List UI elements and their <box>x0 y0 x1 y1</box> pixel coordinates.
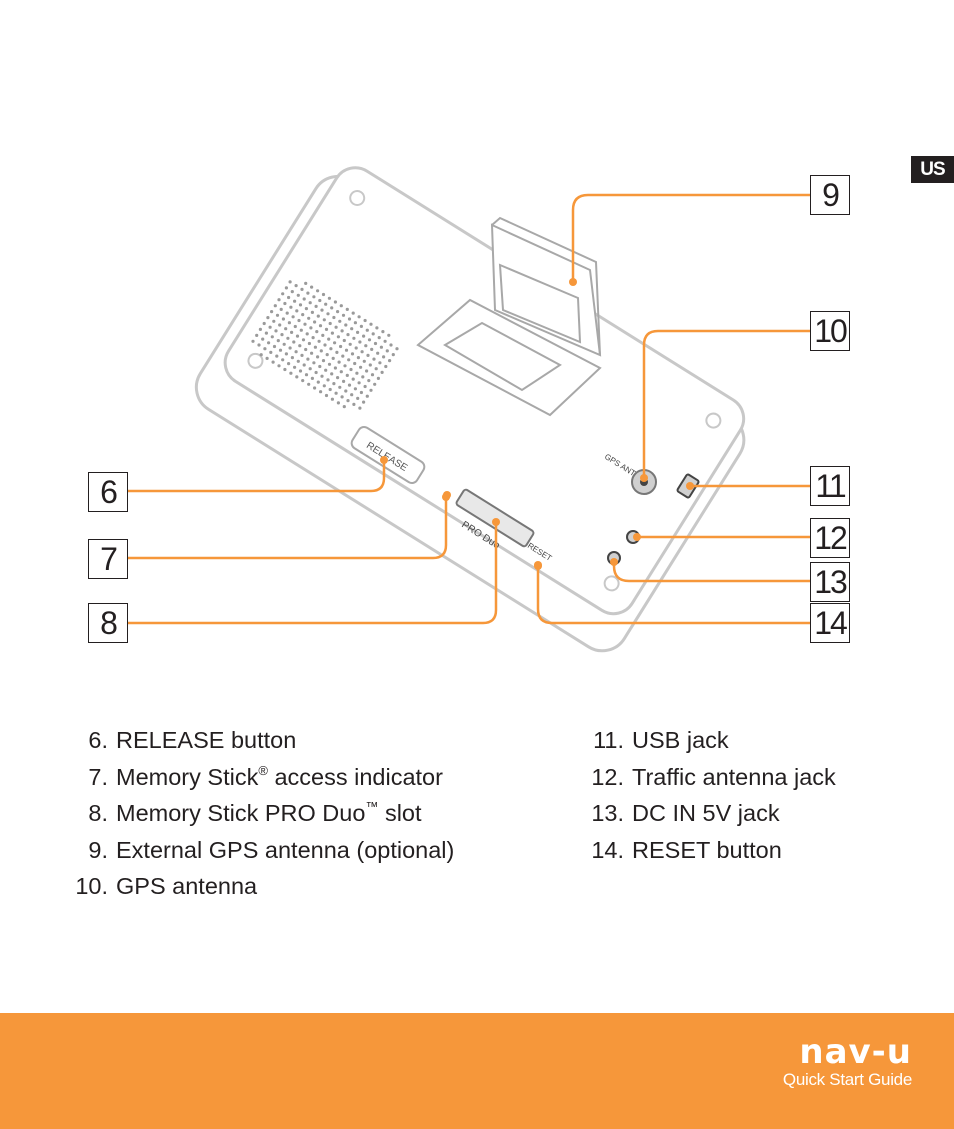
legend-right: 11. USB jack 12. Traffic antenna jack 13. DC … <box>578 722 836 869</box>
brand-block: nav-u Quick Start Guide <box>783 1035 912 1091</box>
legend-item: 14. RESET button <box>578 832 836 869</box>
callout-6: 6 <box>88 472 128 512</box>
callout-8: 8 <box>88 603 128 643</box>
legend-text: Traffic antenna jack <box>632 763 836 790</box>
leader-14 <box>536 568 810 625</box>
callout-11: 11 <box>810 466 850 506</box>
legend-number: 12. <box>591 763 624 790</box>
legend-left: 6. RELEASE button 7. Memory Stick® access i… <box>62 722 454 905</box>
leader-endpoints <box>380 278 694 570</box>
legend-text: DC IN 5V jack <box>632 800 780 826</box>
leader-13 <box>612 562 810 583</box>
legend-text: External GPS antenna (optional) <box>116 836 455 863</box>
legend-number: 9. <box>88 836 108 863</box>
legend-number: 13. <box>591 800 624 826</box>
brand-subtitle: Quick Start Guide <box>782 1070 912 1089</box>
callout-7: 7 <box>88 539 128 579</box>
legend-item: 12. Traffic antenna jack <box>578 759 836 796</box>
legend-item: 11. USB jack <box>578 722 836 759</box>
legend-number: 7. <box>88 763 108 790</box>
legend-item: 10. GPS antenna <box>62 868 454 905</box>
legend-number: 10. <box>75 873 108 899</box>
leader-8 <box>128 522 498 625</box>
legend-number: 14. <box>591 836 624 863</box>
language-tab: US <box>911 156 954 183</box>
legend-item: 13. DC IN 5V jack <box>578 795 836 832</box>
leader-6 <box>128 460 386 493</box>
external-gps-antenna <box>416 216 602 417</box>
legend-number: 6. <box>88 727 108 753</box>
legend-text: Memory Stick PRO Duo™ slot <box>116 799 422 826</box>
legend-item: 6. RELEASE button <box>62 722 454 759</box>
leader-9 <box>571 193 810 282</box>
leader-lines <box>128 193 810 625</box>
legend-text: RELEASE button <box>116 727 297 753</box>
callout-9: 9 <box>810 175 850 215</box>
legend-item: 8. Memory Stick PRO Duo™ slot <box>62 795 454 832</box>
legend-number: 8. <box>88 800 108 826</box>
legend-text: USB jack <box>632 727 729 753</box>
legend-number: 11. <box>593 727 624 753</box>
leader-7 <box>128 498 448 560</box>
legend-text: RESET button <box>632 836 782 863</box>
device-body <box>194 166 746 653</box>
device-diagram: RELEASE PRO Duo GPS ANT RESET <box>128 166 810 653</box>
legend-text: Memory Stick® access indicator <box>116 762 443 790</box>
footer-bar: nav-u Quick Start Guide <box>0 1013 954 1129</box>
callout-12: 12 <box>810 518 850 558</box>
brand-logo: nav-u <box>799 1032 912 1072</box>
leader-10 <box>642 329 810 478</box>
callout-10: 10 <box>810 311 850 351</box>
legend-text: GPS antenna <box>116 873 258 899</box>
legend-item: 7. Memory Stick® access indicator <box>62 759 454 796</box>
legend-item: 9. External GPS antenna (optional) <box>62 832 454 869</box>
callout-13: 13 <box>810 562 850 602</box>
speaker-grille <box>251 280 399 410</box>
callout-14: 14 <box>810 603 850 643</box>
